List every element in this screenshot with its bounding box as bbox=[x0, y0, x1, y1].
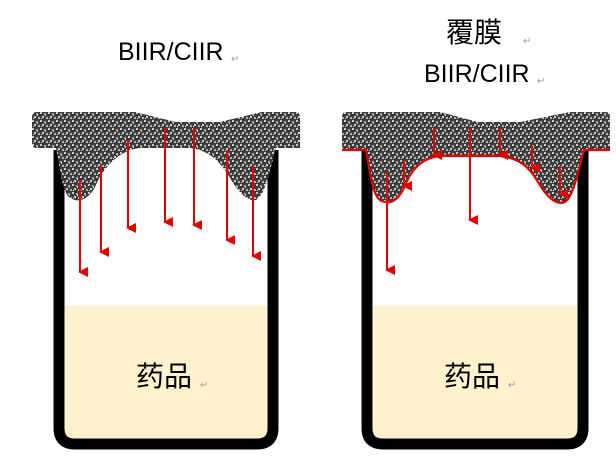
right-drug-fill bbox=[373, 306, 577, 438]
right-permeation-arrows bbox=[385, 128, 568, 275]
return-mark: ↵ bbox=[523, 36, 531, 47]
left-title: BIIR/CIIR bbox=[118, 38, 224, 66]
right-title-line2: BIIR/CIIR bbox=[424, 60, 530, 88]
left-drug-fill bbox=[65, 306, 267, 438]
return-mark: ↵ bbox=[200, 380, 208, 391]
left-vial: BIIR/CIIR ↵ 药品 ↵ bbox=[32, 38, 300, 450]
return-mark: ↵ bbox=[537, 76, 545, 87]
left-drug-label: 药品 bbox=[136, 360, 192, 393]
right-drug-label: 药品 bbox=[444, 360, 500, 393]
right-vial: 覆膜 ↵ BIIR/CIIR ↵ 药品 ↵ bbox=[342, 16, 610, 450]
left-rubber-stopper bbox=[32, 112, 300, 201]
left-vial-wall bbox=[53, 150, 279, 450]
right-title-line1: 覆膜 bbox=[446, 16, 502, 49]
left-permeation-arrows bbox=[78, 128, 261, 277]
return-mark: ↵ bbox=[508, 380, 516, 391]
return-mark: ↵ bbox=[231, 54, 239, 65]
right-vial-wall bbox=[361, 150, 589, 450]
right-rubber-stopper bbox=[342, 112, 610, 203]
